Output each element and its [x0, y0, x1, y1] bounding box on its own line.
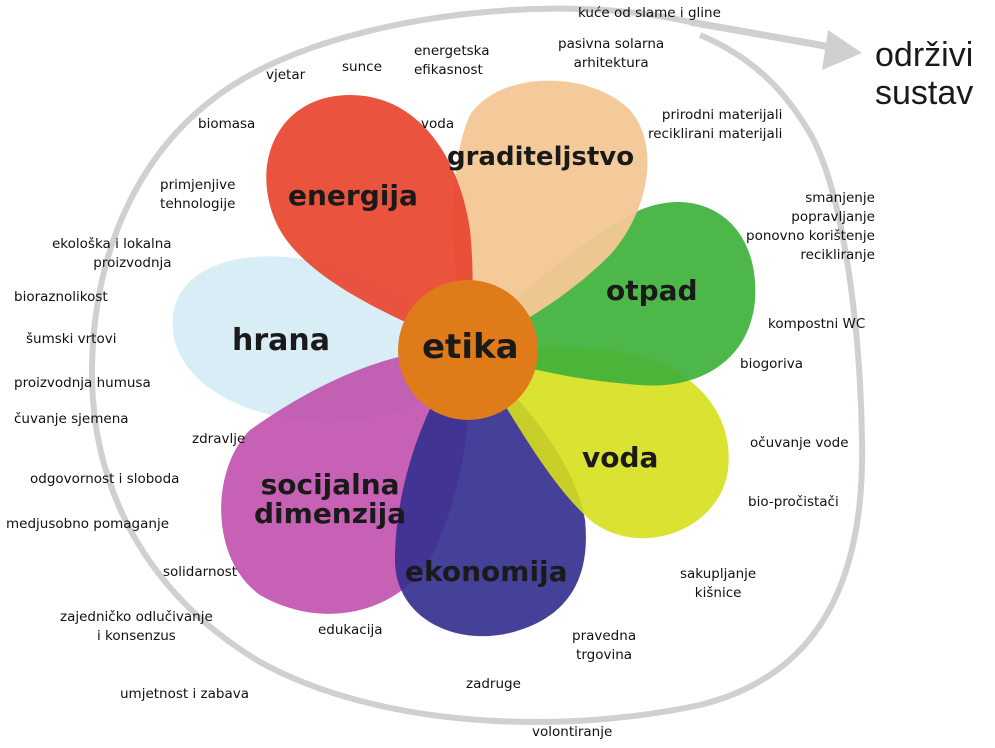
petal-label-hrana: hrana — [232, 323, 330, 358]
item-edukacija: edukacija — [318, 622, 383, 638]
arrow-head — [822, 30, 862, 70]
item-bioprocistaci: bio-pročistači — [748, 494, 839, 510]
petal-voda — [468, 346, 729, 539]
item-bioraznolikost: bioraznolikost — [14, 289, 108, 305]
item-humus: proizvodnja humusa — [14, 375, 151, 391]
item-umjetnost: umjetnost i zabava — [120, 686, 249, 702]
item-vjetar: vjetar — [266, 67, 306, 83]
item-sunce: sunce — [342, 59, 382, 75]
item-voda-energija: voda — [421, 116, 455, 132]
item-sumski: šumski vrtovi — [26, 331, 117, 347]
item-smanjenje: smanjenje popravljanje ponovno korištenj… — [746, 190, 875, 263]
item-primjenjive: primjenjive tehnologije — [160, 177, 236, 212]
item-kuce: kuće od slame i gline — [578, 5, 721, 21]
item-zdravlje: zdravlje — [192, 431, 246, 447]
item-volontiranje: volontiranje — [532, 724, 613, 740]
petal-ekonomija — [395, 350, 586, 637]
item-odgovornost: odgovornost i sloboda — [30, 471, 180, 487]
petal-label-energija: energija — [288, 179, 418, 212]
petal-label-graditeljstvo: graditeljstvo — [447, 142, 635, 172]
item-cuvanje: čuvanje sjemena — [14, 411, 129, 427]
item-biomasa: biomasa — [198, 116, 256, 132]
item-medjusobno: medjusobno pomaganje — [6, 516, 170, 532]
boundary-loop — [88, 5, 866, 725]
item-ocuvanje: očuvanje vode — [750, 435, 849, 451]
item-kompostni: kompostni WC — [768, 316, 866, 332]
item-biogoriva: biogoriva — [740, 356, 803, 372]
item-sakupljanje: sakupljanje kišnice — [680, 566, 757, 601]
item-zadruge: zadruge — [466, 676, 521, 692]
petal-graditeljstvo — [452, 80, 648, 350]
center-circle — [398, 280, 538, 420]
item-pasivna: pasivna solarna arhitektura — [558, 36, 665, 71]
item-ekoloska: ekološka i lokalna proizvodnja — [52, 236, 172, 271]
petal-energija — [266, 95, 473, 350]
arrow-line — [689, 18, 849, 54]
item-energetska: energetska efikasnost — [414, 43, 490, 78]
petal-label-otpad: otpad — [606, 274, 698, 307]
item-zajednicko: zajedničko odlučivanje i konsenzus — [60, 609, 213, 644]
item-pravedna: pravedna trgovina — [572, 628, 637, 663]
petal-otpad — [468, 202, 756, 386]
center-label-etika: etika — [422, 327, 519, 367]
petal-label-socijalna: socijalna dimenzija — [254, 468, 407, 531]
item-prirodni: prirodni materijali reciklirani materija… — [648, 107, 783, 142]
petal-label-voda: voda — [582, 441, 659, 474]
item-solidarnost: solidarnost — [163, 564, 238, 580]
petal-label-ekonomija: ekonomija — [405, 555, 568, 588]
goal-label: održivi sustav — [875, 36, 974, 112]
